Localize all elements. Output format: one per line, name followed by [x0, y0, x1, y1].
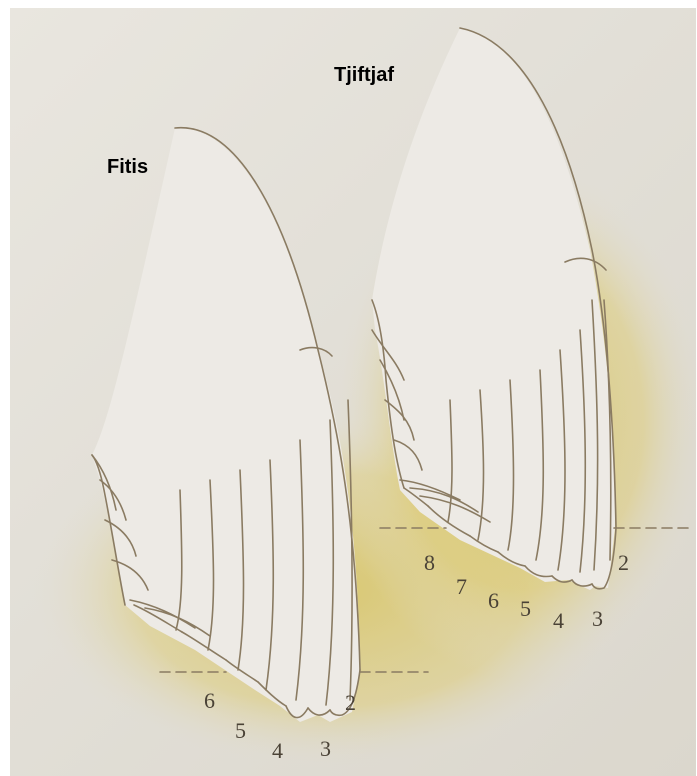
fitis-label: Fitis	[107, 156, 148, 179]
tjiftjaf-primary-number: 8	[424, 550, 435, 576]
tjiftjaf-primary-number: 3	[592, 606, 603, 632]
tjiftjaf-primary-number: 6	[488, 588, 499, 614]
tjiftjaf-label: Tjiftjaf	[334, 64, 394, 87]
fitis-primary-number: 4	[272, 738, 283, 764]
fitis-primary-number: 5	[235, 718, 246, 744]
tjiftjaf-primary-number: 7	[456, 574, 467, 600]
tjiftjaf-primary-number: 2	[618, 550, 629, 576]
fitis-primary-number: 3	[320, 736, 331, 762]
tjiftjaf-primary-number: 4	[553, 608, 564, 634]
tjiftjaf-primary-number: 5	[520, 596, 531, 622]
fitis-primary-number: 2	[345, 690, 356, 716]
fitis-primary-number: 6	[204, 688, 215, 714]
